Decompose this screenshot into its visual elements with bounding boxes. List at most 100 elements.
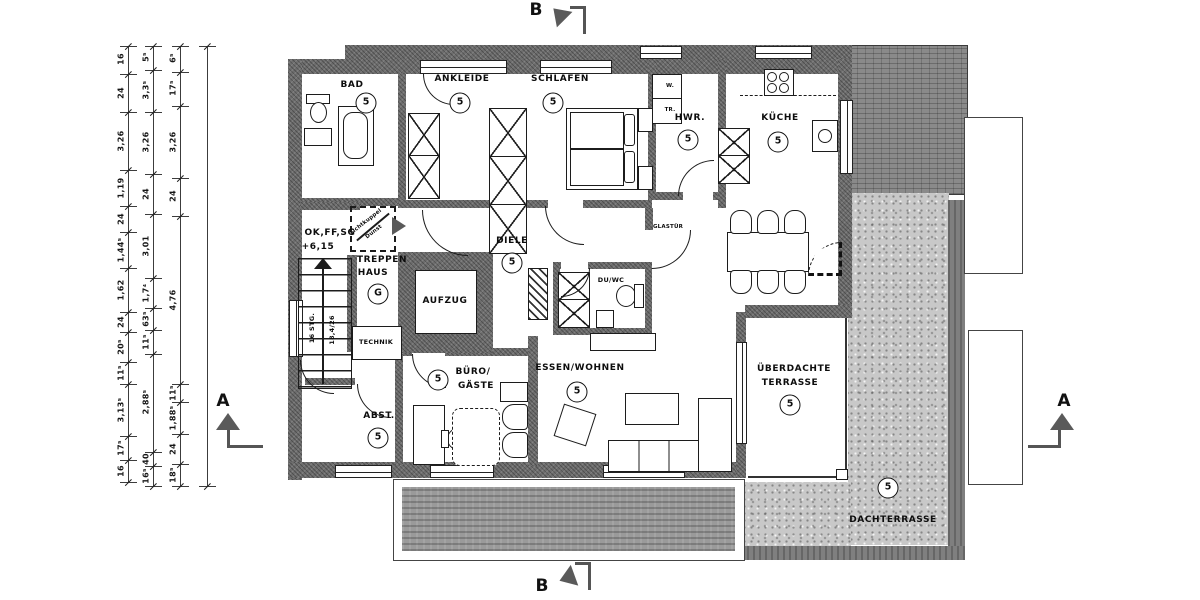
room-label-essen-wohnen: ESSEN/WOHNEN	[535, 363, 625, 373]
wall-stair-right	[347, 255, 357, 352]
dryer-label: TR.	[664, 107, 676, 113]
window-top-4	[755, 46, 812, 59]
wall-duwc-top-right	[588, 262, 652, 269]
dim-label-0-11: 17⁵	[116, 440, 126, 456]
wall-stair-top	[300, 202, 360, 210]
wall-hall-vertical	[395, 355, 403, 465]
dim-label-2-7: 24	[168, 443, 178, 455]
window-top-3	[640, 46, 682, 59]
lower-roof-surface	[402, 487, 735, 551]
schrank-column-cell-2	[489, 156, 527, 206]
schrank-column-cell-1	[489, 108, 527, 158]
dim-label-1-5: 1,7⁴	[141, 283, 151, 303]
wall-diele-kueche-stub	[645, 208, 653, 230]
door-arc-dachterrasse-dashed	[808, 242, 842, 276]
bed-pillow-1	[624, 114, 635, 146]
coffee-table	[625, 393, 679, 425]
room-label-treppenhaus-1: TREPPEN	[356, 255, 408, 265]
dim-label-2-0: 6⁵	[168, 53, 178, 63]
wall-kueche-left-top	[718, 59, 726, 132]
wall-duwc-left	[553, 262, 560, 335]
dim-label-0-12: 16	[116, 465, 126, 477]
wall-corridor-top-right	[583, 200, 652, 208]
dining-table	[727, 232, 809, 272]
washer-label: W.	[665, 83, 675, 89]
section-arrow-b-top-icon	[545, 0, 573, 28]
section-line-b-top-h	[570, 6, 586, 9]
dim-label-1-1: 3,3⁵	[141, 80, 151, 100]
terrace-border-bottom	[741, 546, 965, 560]
dachterrasse-surface	[848, 193, 949, 545]
room-badge-treppenhaus: G	[367, 283, 389, 305]
dim-label-1-2: 3,26	[141, 131, 151, 153]
terrace-edge-right	[845, 318, 851, 478]
toilet-bad-bowl	[310, 102, 327, 123]
stove-burner-1	[767, 72, 777, 82]
dim-label-0-8: 20⁵	[116, 339, 126, 355]
room-label-ueberdachte-2: TERRASSE	[761, 378, 819, 388]
dim-label-2-5: 11⁵	[168, 385, 178, 401]
wall-corridor-top-left	[398, 200, 548, 208]
wall-terrace-top	[745, 305, 852, 318]
dryer-box	[652, 98, 682, 124]
door-arc-glastuer	[652, 230, 691, 269]
sofa-horizontal	[608, 440, 702, 472]
kitchen-counter-line	[740, 95, 836, 96]
section-line-b-bottom-v	[588, 562, 591, 590]
level-annotation-1: OK,FF,SG	[304, 228, 356, 238]
section-arrow-a-right-icon	[1050, 413, 1074, 430]
sideboard	[590, 333, 656, 351]
room-label-hwr: HWR.	[674, 113, 706, 123]
window-bottom-2	[430, 465, 494, 478]
section-marker-a-left-label: A	[216, 391, 230, 411]
door-arc-schlafen	[545, 206, 584, 245]
dim-label-0-1: 24	[116, 87, 126, 99]
room-badge-buero: 5	[427, 369, 449, 391]
room-label-technik: TECHNIK	[358, 338, 394, 346]
dim-label-0-7: 24	[116, 316, 126, 328]
schrank-column-cell-3	[489, 204, 527, 254]
room-badge-dachterrasse: 5	[877, 477, 899, 499]
door-arc-entry	[422, 210, 468, 256]
dim-label-0-4: 24	[116, 213, 126, 225]
wall-duwc-bottom	[553, 328, 652, 335]
room-badge-essen-wohnen: 5	[566, 381, 588, 403]
room-label-dachterrasse: DACHTERRASSE	[849, 515, 937, 525]
nightstand-1	[638, 108, 653, 132]
kueche-shaft-cell-2	[718, 155, 750, 184]
wall-duwc-right	[645, 262, 652, 335]
dining-chair-4	[730, 270, 752, 294]
room-label-buero-2: GÄSTE	[457, 381, 495, 391]
level-annotation-2: +6,15	[301, 242, 335, 252]
room-badge-diele: 5	[501, 252, 523, 274]
room-label-schlafen: SCHLAFEN	[531, 74, 589, 84]
technik-room-outline	[352, 326, 402, 360]
room-label-aufzug: AUFZUG	[422, 296, 468, 306]
wall-hwr-bottom-left	[652, 192, 683, 200]
section-line-a-right-v	[1058, 430, 1061, 448]
dim-label-2-8: 18⁵	[168, 467, 178, 483]
dim-label-0-9: 11⁵	[116, 365, 126, 381]
dim-label-0-6: 1,62	[116, 279, 126, 301]
dim-label-1-3: 24	[141, 188, 151, 200]
section-arrow-b-bottom-icon	[555, 564, 579, 592]
guest-chair-1	[502, 404, 528, 430]
wohnen-terrasse-window	[736, 342, 747, 444]
section-marker-a-right-label: A	[1057, 391, 1071, 411]
nightstand-2	[638, 166, 653, 190]
room-label-buero-1: BÜRO/	[455, 367, 491, 377]
desk-chair-back	[441, 430, 449, 448]
dim-label-2-3: 24	[168, 190, 178, 202]
room-badge-bad: 5	[355, 92, 377, 114]
section-line-a-left-h	[227, 445, 263, 448]
kueche-shaft-cell-1	[718, 128, 750, 157]
sink-bad	[304, 128, 332, 146]
dim-label-2-6: 1,88⁵	[168, 405, 178, 431]
toilet-duwc-bowl	[616, 285, 636, 307]
dim-label-0-2: 3,26	[116, 130, 126, 152]
section-marker-b-bottom-label: B	[535, 576, 549, 596]
section-line-a-left-v	[227, 430, 230, 448]
room-badge-abst: 5	[367, 427, 389, 449]
washer-box	[652, 74, 682, 100]
dim-label-1-4: 3,01	[141, 235, 151, 257]
